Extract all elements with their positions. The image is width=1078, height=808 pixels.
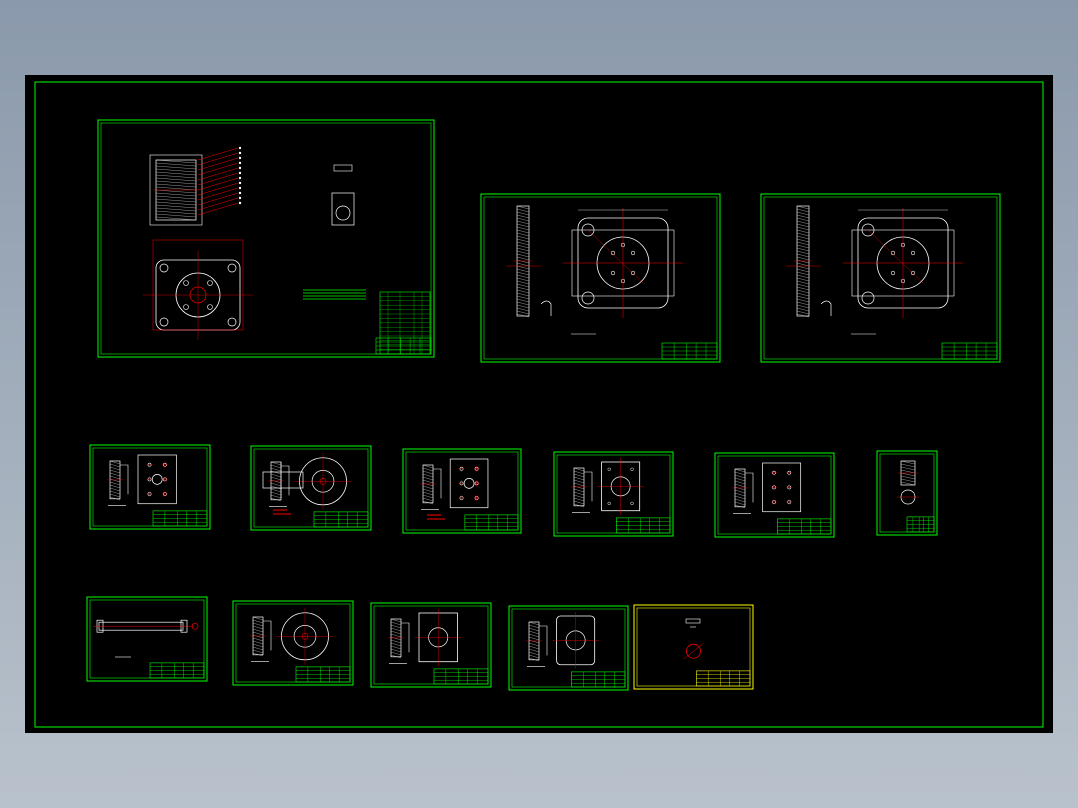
drawing-sheet-4[interactable] xyxy=(89,444,211,530)
drawing-sheet-2[interactable] xyxy=(480,193,721,363)
drawing-sheet-11[interactable] xyxy=(232,600,354,686)
outer-frame xyxy=(34,81,1044,728)
drawing-canvas[interactable] xyxy=(25,75,1053,733)
drawing-sheet-1[interactable] xyxy=(97,119,435,358)
drawing-sheet-14[interactable] xyxy=(633,604,754,690)
drawing-sheet-5[interactable] xyxy=(250,445,372,531)
drawing-sheet-8[interactable] xyxy=(714,452,835,538)
drawing-sheet-10[interactable] xyxy=(86,596,208,682)
drawing-sheet-9[interactable] xyxy=(876,450,938,536)
drawing-sheet-12[interactable] xyxy=(370,602,492,688)
drawing-sheet-3[interactable] xyxy=(760,193,1001,363)
drawing-sheet-7[interactable] xyxy=(553,451,674,537)
drawing-sheet-13[interactable] xyxy=(508,605,629,691)
cad-drawing xyxy=(34,81,1044,728)
drawing-sheet-6[interactable] xyxy=(402,448,522,534)
